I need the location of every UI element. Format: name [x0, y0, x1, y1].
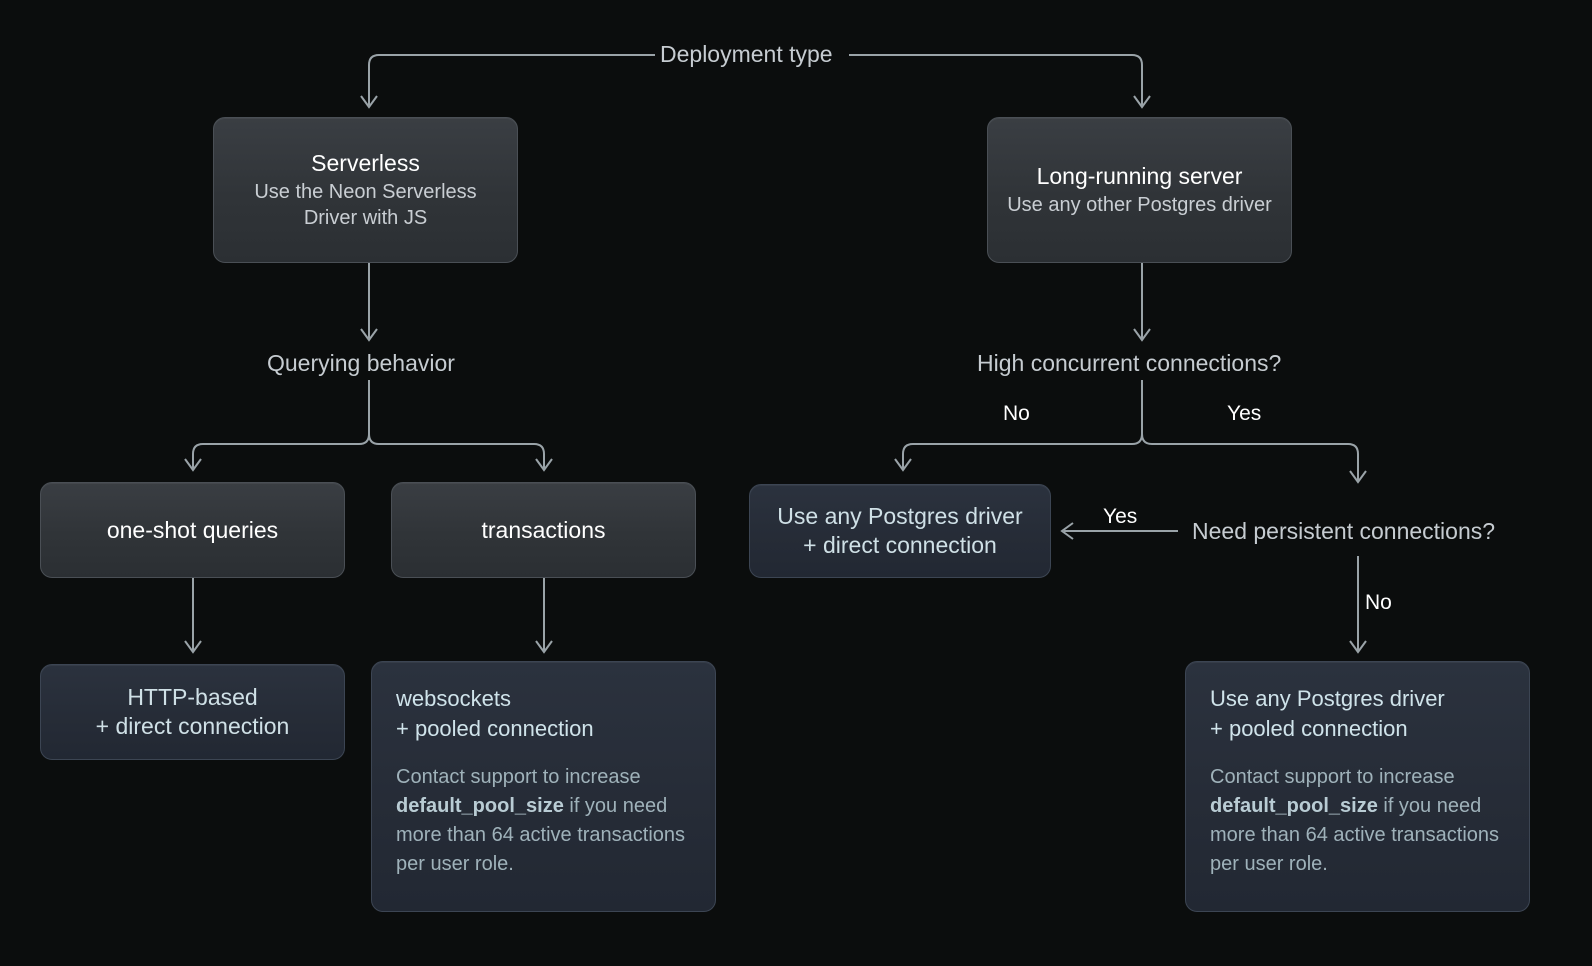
- node-postgres-driver-pooled-connection-note: Contact support to increase default_pool…: [1210, 763, 1505, 879]
- node-postgres-driver-direct-connection-line2: + direct connection: [803, 532, 997, 558]
- node-postgres-driver-direct-connection[interactable]: Use any Postgres driver + direct connect…: [749, 484, 1051, 578]
- decision-label-deployment-type: Deployment type: [660, 41, 833, 67]
- edge-highconcurrent-yes-arrowhead: [1349, 470, 1367, 484]
- node-postgres-driver-pooled-connection[interactable]: Use any Postgres driver + pooled connect…: [1185, 661, 1530, 912]
- node-serverless-title: Serverless: [311, 149, 420, 176]
- node-serverless-subtitle: Use the Neon Serverless Driver with JS: [254, 181, 477, 230]
- node-long-running-server[interactable]: Long-running server Use any other Postgr…: [987, 117, 1292, 263]
- note-code-default-pool-size: default_pool_size: [1210, 795, 1378, 818]
- edge-needpersistent-yes-arrowhead: [1060, 522, 1074, 540]
- note-text-after: if you need more than 64 active transact…: [396, 795, 686, 876]
- node-postgres-driver-direct-connection-line1: Use any Postgres driver: [777, 503, 1023, 530]
- node-websockets-pooled-connection-line1: websockets: [396, 686, 511, 711]
- decision-label-high-concurrent-connections: High concurrent connections?: [977, 350, 1282, 376]
- node-one-shot-queries-title: one-shot queries: [106, 516, 279, 543]
- edge-querying-to-transactions: [368, 380, 545, 468]
- edge-root-to-longrunning-arrowhead: [1133, 95, 1151, 109]
- edge-transactions-to-websockets-arrowhead: [535, 640, 553, 654]
- edge-longrunning-to-highconcurrent-arrowhead: [1133, 328, 1151, 342]
- node-transactions[interactable]: transactions: [391, 482, 696, 578]
- node-long-running-server-title: Long-running server: [1036, 162, 1243, 189]
- edge-needpersistent-no-arrowhead: [1349, 640, 1367, 654]
- node-http-based-direct-connection-line1: HTTP-based: [127, 684, 258, 711]
- node-websockets-pooled-connection-note: Contact support to increase default_pool…: [396, 763, 691, 879]
- edge-serverless-to-querying-arrowhead: [360, 328, 378, 342]
- edge-querying-to-oneshot-arrowhead: [184, 458, 202, 472]
- node-postgres-driver-pooled-connection-line1: Use any Postgres driver: [1210, 686, 1445, 711]
- edge-label-high-concurrent-yes: Yes: [1227, 402, 1262, 425]
- edge-highconcurrent-yes: [1141, 380, 1359, 480]
- node-serverless[interactable]: Serverless Use the Neon Serverless Drive…: [213, 117, 518, 263]
- edge-label-need-persistent-yes: Yes: [1103, 505, 1138, 528]
- edge-label-high-concurrent-no: No: [1003, 402, 1030, 425]
- edge-oneshot-to-http-arrowhead: [184, 640, 202, 654]
- node-http-based-direct-connection[interactable]: HTTP-based + direct connection: [40, 664, 345, 760]
- node-postgres-driver-pooled-connection-line2: + pooled connection: [1210, 715, 1408, 741]
- edge-highconcurrent-no-arrowhead: [894, 458, 912, 472]
- note-code-default-pool-size: default_pool_size: [396, 795, 564, 818]
- note-text-before: Contact support to increase: [396, 766, 641, 789]
- edge-root-to-serverless: [368, 54, 655, 105]
- node-http-based-direct-connection-line2: + direct connection: [95, 713, 290, 739]
- edge-label-need-persistent-no: No: [1365, 591, 1392, 614]
- decision-label-need-persistent-connections: Need persistent connections?: [1192, 518, 1496, 544]
- node-transactions-title: transactions: [481, 516, 606, 543]
- edge-querying-to-oneshot: [192, 380, 370, 468]
- decision-label-querying-behavior: Querying behavior: [267, 350, 455, 376]
- note-text-after: if you need more than 64 active transact…: [1210, 795, 1500, 876]
- edge-root-to-longrunning: [849, 54, 1143, 105]
- node-websockets-pooled-connection[interactable]: websockets + pooled connection Contact s…: [371, 661, 716, 912]
- note-text-before: Contact support to increase: [1210, 766, 1455, 789]
- edge-root-to-serverless-arrowhead: [360, 95, 378, 109]
- node-websockets-pooled-connection-line2: + pooled connection: [396, 715, 594, 741]
- node-long-running-server-subtitle: Use any other Postgres driver: [1007, 194, 1272, 217]
- node-one-shot-queries[interactable]: one-shot queries: [40, 482, 345, 578]
- edge-querying-to-transactions-arrowhead: [535, 458, 553, 472]
